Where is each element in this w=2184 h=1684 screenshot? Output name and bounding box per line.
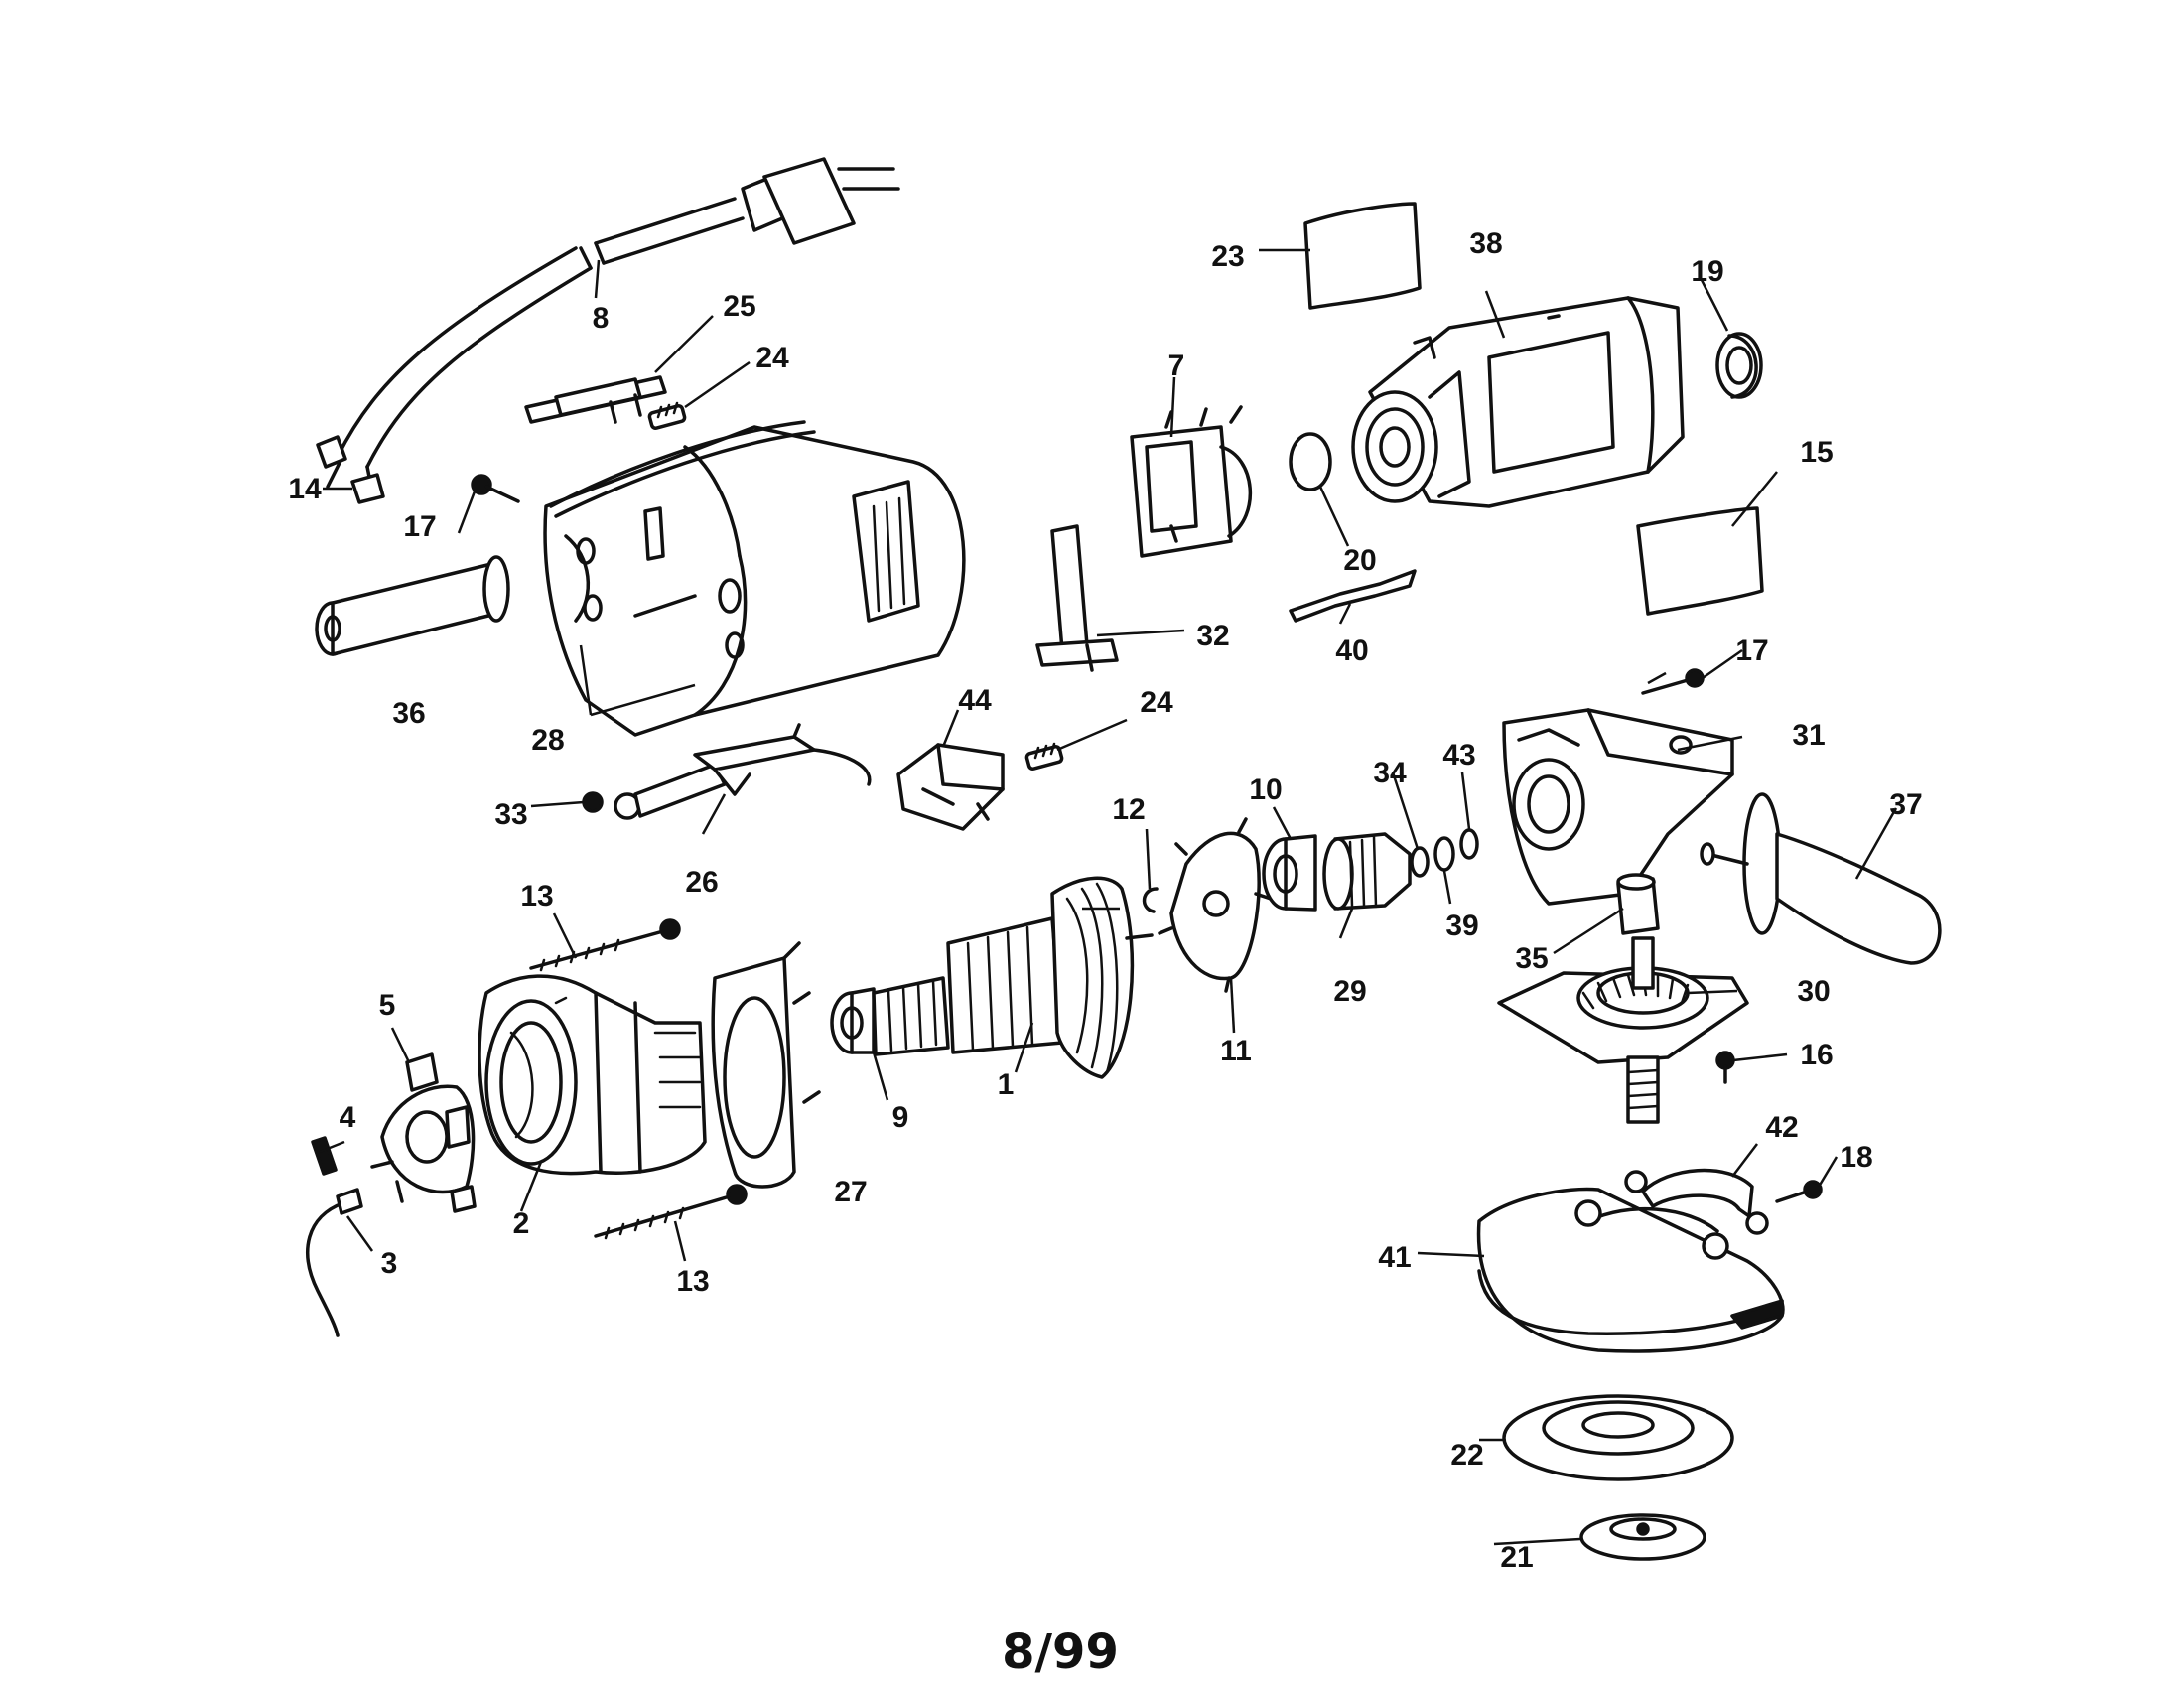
callout-13a: 13 — [520, 880, 553, 912]
callout-4: 4 — [340, 1101, 356, 1134]
part-power-cord — [326, 157, 900, 493]
callout-19: 19 — [1691, 255, 1723, 288]
callout-11: 11 — [1220, 1035, 1252, 1067]
part-nut — [582, 791, 604, 813]
callout-10: 10 — [1249, 773, 1282, 806]
part-clip — [1289, 569, 1417, 623]
callout-24b: 24 — [1140, 686, 1173, 719]
callout-23: 23 — [1211, 240, 1244, 273]
part-gear-case — [1502, 708, 1734, 906]
part-field-stator — [478, 974, 707, 1176]
callout-8: 8 — [593, 302, 610, 335]
callout-26: 26 — [685, 866, 718, 899]
callout-41: 41 — [1378, 1241, 1411, 1274]
callout-21: 21 — [1500, 1541, 1533, 1574]
part-wheel-guard — [1476, 1187, 1785, 1353]
part-o-ring — [1289, 432, 1332, 491]
part-front-bearing — [1262, 834, 1317, 912]
callout-22: 22 — [1450, 1439, 1483, 1472]
part-label-top — [1303, 202, 1422, 310]
part-gear-case-housing — [1351, 296, 1685, 508]
part-screw-clamp — [1775, 1180, 1823, 1203]
part-armature — [872, 876, 1154, 1079]
callout-12: 12 — [1112, 793, 1145, 826]
part-retaining-ring — [1142, 887, 1159, 913]
callout-40: 40 — [1335, 634, 1368, 667]
part-cord-boot — [315, 555, 510, 656]
part-brush-assembly — [370, 1052, 477, 1213]
callout-28: 28 — [531, 724, 564, 757]
part-washer-43 — [1459, 828, 1479, 860]
part-lock-nut — [1579, 1513, 1706, 1561]
callout-32: 32 — [1196, 620, 1229, 652]
part-washer-34 — [1410, 846, 1430, 878]
callout-17b: 17 — [1735, 634, 1768, 667]
callout-34: 34 — [1373, 757, 1407, 789]
callout-30: 30 — [1797, 975, 1830, 1008]
part-cord-terminals — [316, 435, 385, 504]
part-bearing-retainer-plate — [1158, 817, 1273, 993]
part-screw-spindle — [1715, 1051, 1735, 1084]
callout-17a: 17 — [403, 510, 436, 543]
callout-1: 1 — [998, 1068, 1015, 1101]
part-spacer — [1616, 873, 1660, 935]
callout-44: 44 — [958, 684, 992, 717]
part-brush-holder-clip — [896, 743, 1005, 831]
callout-36: 36 — [392, 697, 425, 730]
part-switch-lever — [1035, 524, 1119, 672]
part-rear-bearing — [830, 987, 876, 1054]
part-spring-upper — [647, 401, 687, 430]
part-lead-wire — [306, 1188, 363, 1337]
part-label-right — [1636, 506, 1764, 616]
part-backing-flange — [1502, 1394, 1734, 1481]
callout-14: 14 — [288, 473, 322, 505]
callout-labels: 1 2 3 4 5 7 8 9 10 11 12 13 13 14 15 16 … — [288, 227, 1922, 1574]
callout-27: 27 — [834, 1176, 867, 1208]
part-spindle-assembly — [1497, 936, 1749, 1124]
page-code: 8/99 — [1002, 1624, 1119, 1680]
callout-29: 29 — [1333, 975, 1366, 1008]
callout-31: 31 — [1792, 719, 1825, 752]
part-motor-housing — [543, 420, 966, 737]
part-through-bolt-lower — [594, 1184, 748, 1240]
part-brush-cap — [311, 1136, 338, 1176]
callout-24a: 24 — [755, 342, 789, 374]
callout-18: 18 — [1840, 1141, 1872, 1174]
part-switch — [1130, 405, 1252, 558]
part-washer-39 — [1433, 836, 1455, 872]
part-brush-holder-upper — [524, 375, 667, 424]
callout-35: 35 — [1515, 942, 1548, 975]
part-screw-upper-left — [471, 474, 520, 503]
part-guard-clamp — [1624, 1168, 1769, 1235]
callout-3: 3 — [381, 1247, 398, 1280]
callout-43: 43 — [1442, 739, 1475, 772]
callout-9: 9 — [892, 1101, 909, 1134]
callout-39: 39 — [1445, 910, 1478, 942]
callout-37: 37 — [1889, 788, 1922, 821]
callout-13b: 13 — [676, 1265, 709, 1298]
part-brush-holder-lower — [614, 723, 872, 820]
callout-15: 15 — [1800, 436, 1833, 469]
part-baffle — [711, 941, 821, 1189]
callout-38: 38 — [1469, 227, 1502, 260]
callout-42: 42 — [1765, 1111, 1798, 1144]
callout-20: 20 — [1343, 544, 1376, 577]
part-bearing-rear — [1715, 332, 1763, 399]
callout-33: 33 — [494, 798, 527, 831]
part-pinion-gear — [1322, 832, 1412, 911]
part-side-handle — [1700, 792, 1942, 965]
part-through-bolt-upper — [529, 918, 681, 972]
callout-5: 5 — [379, 989, 396, 1022]
callout-16: 16 — [1800, 1039, 1833, 1071]
callout-25: 25 — [723, 290, 755, 323]
callout-7: 7 — [1168, 350, 1185, 382]
part-spring-lower — [1024, 742, 1064, 771]
leader-lines — [319, 248, 1898, 1546]
callout-2: 2 — [513, 1207, 530, 1240]
